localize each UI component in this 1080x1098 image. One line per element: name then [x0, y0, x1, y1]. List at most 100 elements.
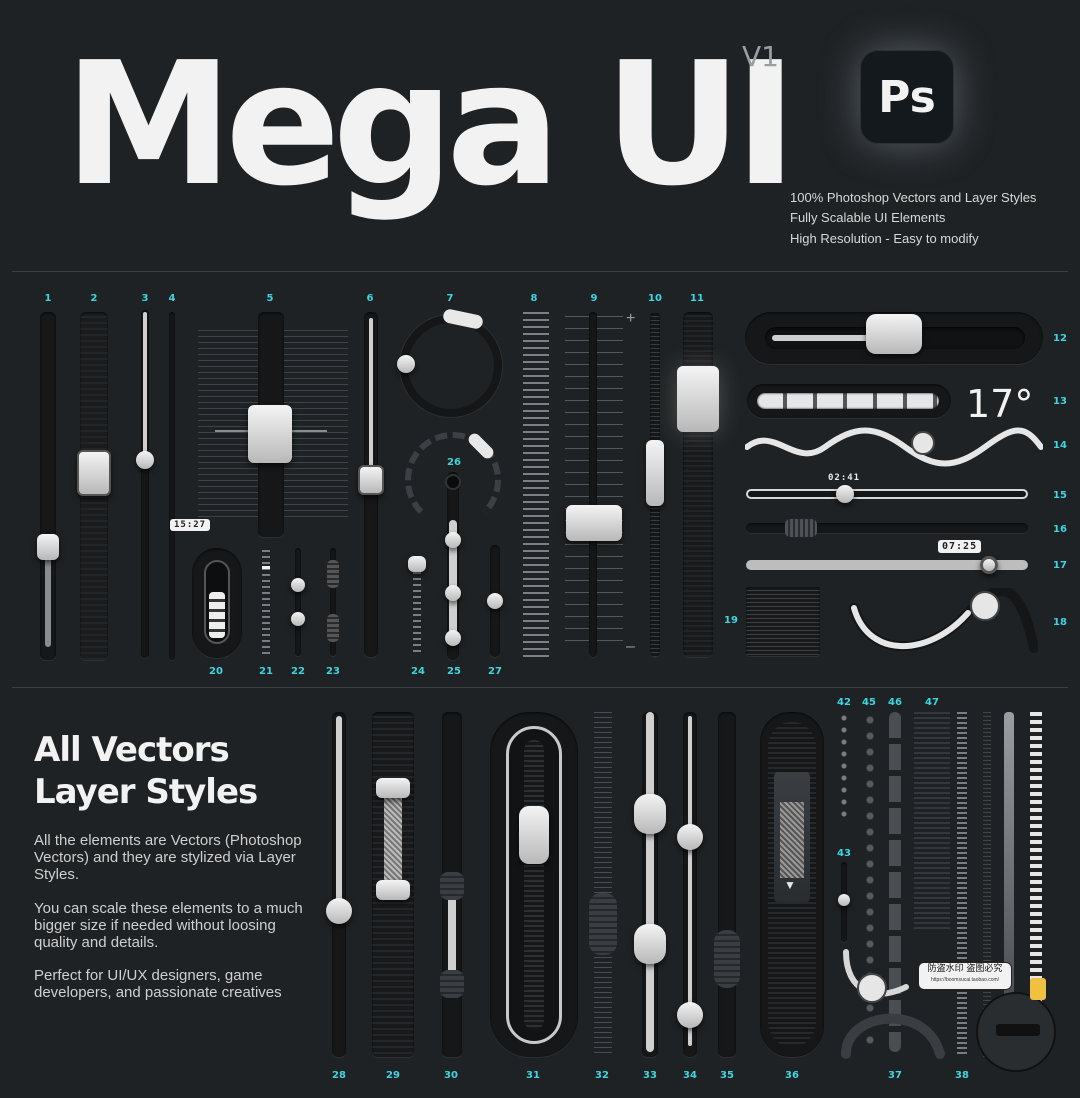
slider-1-track[interactable]: [40, 312, 56, 660]
slider-6-fill: [369, 318, 373, 468]
slider-30-knob-a[interactable]: [440, 872, 464, 900]
label-33: 33: [643, 1070, 657, 1081]
slider-25-cap: [445, 474, 461, 490]
slider-24-track[interactable]: [413, 560, 421, 655]
label-3: 3: [141, 293, 149, 304]
fader-9-knob[interactable]: [566, 505, 622, 541]
slider-15-time: 02:41: [828, 473, 861, 483]
feature-line-1: 100% Photoshop Vectors and Layer Styles: [790, 190, 1037, 205]
slider-17-knob[interactable]: [980, 556, 998, 574]
slider-30-knob-b[interactable]: [440, 970, 464, 998]
dial-26[interactable]: [405, 432, 501, 528]
slider-4-track[interactable]: [169, 312, 175, 660]
label-4: 4: [168, 293, 176, 304]
slider-11-track[interactable]: [683, 312, 713, 657]
label-12: 12: [1053, 333, 1067, 344]
slider-29-knob-top[interactable]: [376, 778, 410, 798]
section-paragraph-3: Perfect for UI/UX designers, game develo…: [34, 967, 282, 1001]
slider-29-knob-bottom[interactable]: [376, 880, 410, 900]
label-35: 35: [720, 1070, 734, 1081]
slider-1-knob[interactable]: [37, 534, 59, 560]
slider-12-knob[interactable]: [866, 314, 922, 354]
slider-32-knob[interactable]: [589, 893, 617, 955]
slider-23-track[interactable]: [330, 548, 336, 656]
slider-6-knob[interactable]: [358, 465, 384, 495]
label-7: 7: [446, 293, 454, 304]
slider-35-knob[interactable]: [714, 930, 740, 988]
slider-24-knob[interactable]: [408, 556, 426, 572]
switch-20-knob[interactable]: [209, 592, 225, 638]
slider-15-knob[interactable]: [836, 485, 854, 503]
label-17: 17: [1053, 560, 1067, 571]
pad-19[interactable]: [746, 586, 820, 656]
label-45: 45: [862, 697, 876, 708]
slider-31-knob[interactable]: [519, 806, 549, 864]
slider-36-grip: [780, 802, 804, 878]
meter-38: [957, 712, 967, 1057]
slider-17-time: 07:25: [938, 540, 982, 553]
meter-8: [523, 312, 549, 657]
label-5: 5: [266, 293, 274, 304]
slider-3-knob[interactable]: [136, 451, 154, 469]
arc-slider-37[interactable]: [836, 942, 948, 1060]
label-47: 47: [925, 697, 939, 708]
slider-25-knob-a[interactable]: [445, 532, 461, 548]
slider-11-knob[interactable]: [677, 366, 719, 432]
label-25: 25: [447, 666, 461, 677]
label-14: 14: [1053, 440, 1067, 451]
slider-35-track[interactable]: [718, 712, 736, 1057]
slider-29-range: [384, 790, 402, 890]
bars-46: [889, 712, 901, 1052]
slider-22-knob-b[interactable]: [291, 612, 305, 626]
photoshop-icon-label: Ps: [878, 71, 936, 123]
slider-32-track[interactable]: [594, 712, 612, 1057]
slider-34-knob-a[interactable]: [677, 824, 703, 850]
photoshop-icon: Ps: [860, 50, 954, 144]
slider-5-knob[interactable]: [248, 405, 292, 463]
dial-7-knob[interactable]: [397, 355, 415, 373]
slider-28-knob[interactable]: [326, 898, 352, 924]
label-31: 31: [526, 1070, 540, 1081]
slider-15-track[interactable]: [746, 489, 1028, 499]
label-27: 27: [488, 666, 502, 677]
slider-22-track[interactable]: [295, 548, 301, 656]
fader-9-track[interactable]: [589, 312, 597, 657]
label-15: 15: [1053, 490, 1067, 501]
slider-22-knob-a[interactable]: [291, 578, 305, 592]
slider-33-knob-b[interactable]: [634, 924, 666, 964]
slider-16-track[interactable]: [746, 523, 1028, 533]
section-paragraph-1: All the elements are Vectors (Photoshop …: [34, 832, 302, 883]
slider-43-knob[interactable]: [838, 894, 850, 906]
label-16: 16: [1053, 524, 1067, 535]
slider-33-knob-a[interactable]: [634, 794, 666, 834]
temperature-readout: 17°: [966, 382, 1034, 426]
section-paragraph-2: You can scale these elements to a much b…: [34, 900, 303, 951]
slider-10-knob[interactable]: [646, 440, 664, 506]
meter-47: [914, 712, 950, 932]
slider-25-fill: [449, 520, 457, 640]
slider-25-knob-b[interactable]: [445, 585, 461, 601]
label-43: 43: [837, 848, 851, 859]
slider-25-knob-c[interactable]: [445, 630, 461, 646]
label-24: 24: [411, 666, 425, 677]
slider-27-knob[interactable]: [487, 593, 503, 609]
slider-3-track[interactable]: [141, 310, 149, 658]
slider-23-knob-b[interactable]: [327, 614, 339, 642]
label-36: 36: [785, 1070, 799, 1081]
slider-34-knob-b[interactable]: [677, 1002, 703, 1028]
curve-slider-18-knob: [970, 591, 1000, 621]
hero-title: Mega UI: [64, 26, 797, 224]
progress-13-bar: [757, 393, 939, 409]
slider-30-fill: [448, 888, 456, 988]
curve-slider-18[interactable]: [848, 588, 1038, 658]
dial-7[interactable]: [400, 315, 502, 417]
slider-31-track[interactable]: [524, 740, 544, 1030]
slider-16-knob[interactable]: [785, 519, 817, 537]
wave-slider-14[interactable]: [745, 425, 1043, 469]
label-1: 1: [44, 293, 52, 304]
slider-2-knob[interactable]: [77, 450, 111, 496]
slider-17-track[interactable]: [746, 560, 1028, 570]
slider-23-knob-a[interactable]: [327, 560, 339, 588]
dots-42: [840, 712, 848, 822]
candle-icon: [1030, 978, 1046, 1000]
